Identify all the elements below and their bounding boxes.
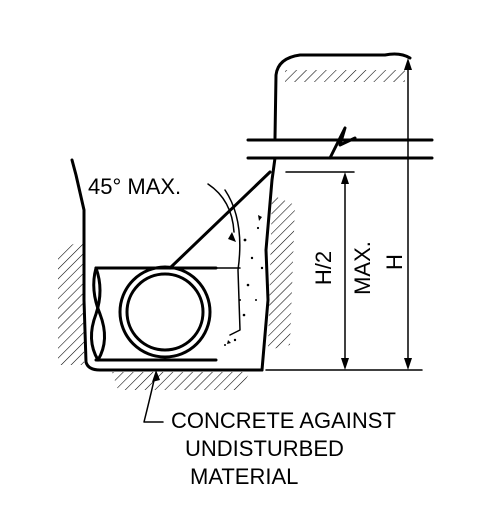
note-line-3: MATERIAL (190, 464, 298, 489)
soil-hatch-right (268, 195, 295, 350)
soil-hatch-bottom (112, 372, 250, 390)
trench-top-wall (273, 52, 412, 140)
soil-hatch-left (58, 240, 84, 365)
pipe (90, 265, 241, 362)
height-label: H (382, 254, 407, 270)
half-height-dimension (285, 171, 355, 370)
break-lines (246, 126, 434, 160)
concrete-face (224, 189, 241, 336)
trench-right-wall (260, 156, 277, 372)
concrete-encasement (168, 170, 272, 270)
trench-bottom (84, 360, 264, 372)
angle-label: 45° MAX. (88, 174, 181, 199)
soil-hatch-top (285, 70, 405, 82)
note-leader (143, 370, 164, 423)
half-height-label: H/2 (311, 251, 336, 285)
note-line-2: UNDISTURBED (185, 436, 344, 461)
height-dimension (404, 58, 412, 370)
note-line-1: CONCRETE AGAINST (171, 408, 396, 433)
trench-left-wall (70, 158, 88, 364)
half-height-max-label: MAX. (350, 241, 375, 295)
concrete-stipple (224, 215, 264, 346)
angle-leader (207, 183, 236, 242)
